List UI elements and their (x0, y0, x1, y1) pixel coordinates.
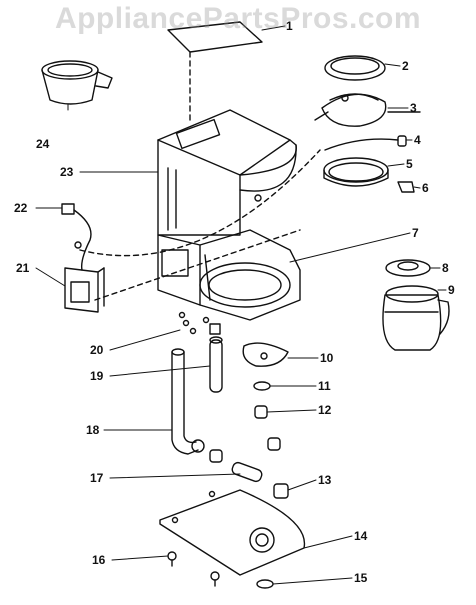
part-13-valve (267, 437, 289, 499)
part-15-foot (256, 579, 274, 589)
part-12-fitting (254, 405, 268, 419)
callout-21: 21 (16, 261, 30, 275)
callout-16: 16 (92, 553, 106, 567)
callout-22: 22 (14, 201, 28, 215)
callout-4: 4 (414, 133, 421, 147)
callout-12: 12 (318, 403, 332, 417)
part-23-housing (157, 109, 297, 236)
callout-9: 9 (448, 283, 455, 297)
wire-path-2 (94, 229, 301, 301)
part-17-hose (209, 449, 263, 483)
callout-5: 5 (406, 157, 413, 171)
callout-18: 18 (86, 423, 100, 437)
callout-6: 6 (422, 181, 429, 195)
callout-23: 23 (60, 165, 74, 179)
callout-11: 11 (318, 379, 331, 393)
callout-17: 17 (90, 471, 104, 485)
callout-3: 3 (410, 101, 417, 115)
callout-19: 19 (90, 369, 104, 383)
part-8-carafe-lid (385, 259, 431, 277)
callout-20: 20 (90, 343, 104, 357)
part-11-fitting (253, 381, 271, 391)
callout-7: 7 (412, 226, 419, 240)
callout-1: 1 (286, 19, 293, 33)
callout-10: 10 (320, 351, 334, 365)
callout-13: 13 (318, 473, 332, 487)
part-18-tube (171, 348, 205, 455)
part-24-brew-basket (41, 60, 113, 105)
callout-24: 24 (36, 137, 50, 151)
part-22-connector (61, 203, 92, 271)
leader-lines (35, 25, 447, 585)
part-1-cover-plate (167, 21, 263, 121)
watermark: AppliancePartsPros.com (54, 2, 422, 35)
part-7-base-housing (157, 229, 301, 321)
callout-2: 2 (402, 59, 409, 73)
callout-8: 8 (442, 261, 449, 275)
part-5-gasket-ring (323, 157, 389, 187)
callout-15: 15 (354, 571, 368, 585)
part-9-carafe (382, 285, 450, 351)
callout-14: 14 (354, 529, 368, 543)
part-21-switch (64, 267, 105, 313)
part-20-screws (178, 311, 221, 335)
part-2-lid (324, 55, 386, 81)
part-10-heat-shield (242, 342, 289, 367)
wire-path-1 (79, 149, 321, 257)
part-19-tube (209, 336, 223, 393)
callout-labels: 1 2 3 4 5 6 7 8 9 10 11 12 13 14 15 16 1… (14, 19, 455, 585)
part-6-clip (397, 181, 415, 193)
part-14-base-plate (159, 489, 306, 576)
part-3-heating-element (314, 93, 421, 127)
part-4-thermostat (324, 135, 407, 151)
